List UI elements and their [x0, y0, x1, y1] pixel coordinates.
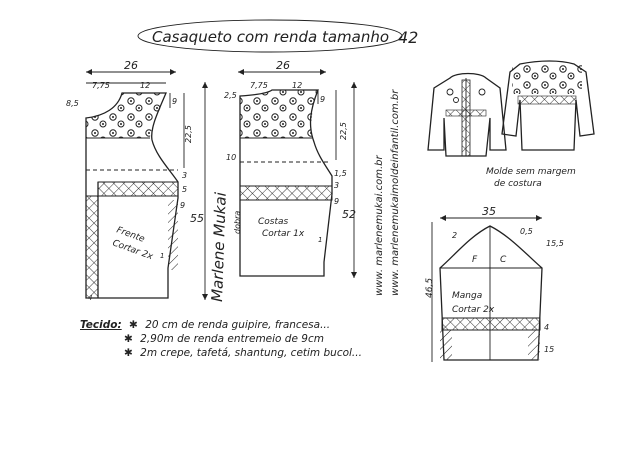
title-size: 42 — [398, 28, 418, 47]
back-label-line2: Cortar 1x — [262, 229, 305, 239]
fabric-note-row: ✱ 2,90m de renda entremeio de 9cm — [80, 332, 460, 346]
fabric-note-row: ✱ 2m crepe, tafetá, shantung, cetim buco… — [80, 346, 460, 360]
sleeve-cap-height-label: 15,5 — [546, 239, 564, 248]
preview-caption-line1: Molde sem margem — [486, 167, 576, 177]
front-neck-depth-label: 8,5 — [66, 99, 79, 108]
asterisk-icon: ✱ — [124, 333, 133, 345]
fabric-note-item: 2m crepe, tafetá, shantung, cetim bucol.… — [140, 347, 362, 359]
fabric-notes-heading: Tecido: — [80, 319, 122, 331]
front-armhole-depth-label: 22,5 — [184, 125, 193, 143]
sleeve-width-label: 35 — [482, 205, 496, 218]
front-hem-mark: 4 — [88, 294, 92, 302]
fabric-note-row: Tecido: ✱ 20 cm de renda guipire, france… — [80, 318, 460, 332]
sleeve-label-line1: Manga — [452, 291, 482, 301]
asterisk-icon: ✱ — [124, 347, 133, 359]
front-shoulder-label: 12 — [140, 81, 150, 90]
sleeve-front-letter: F — [472, 255, 478, 265]
front-width-label: 26 — [124, 59, 138, 72]
back-band-label: 1,5 — [334, 169, 347, 178]
garment-preview-back — [501, 60, 595, 151]
back-length-label: 52 — [342, 208, 356, 221]
sleeve-label-line2: Cortar 2x — [452, 305, 495, 315]
title-text: Casaqueto com renda tamanho — [152, 28, 389, 46]
front-length-label: 55 — [190, 212, 204, 225]
front-band-bottom-label: 5 — [182, 185, 187, 194]
sleeve-cap-right-label: 0,5 — [520, 227, 533, 236]
front-piece: 26 7,75 12 8,5 Frente Cortar 2x 9 22,5 3… — [66, 59, 208, 302]
back-shoulder-label: 12 — [292, 81, 302, 90]
sleeve-cap-left-label: 2 — [452, 231, 457, 240]
back-hem-band-label: 9 — [334, 197, 339, 206]
asterisk-icon: ✱ — [129, 319, 138, 331]
fabric-note-item: 2,90m de renda entremeio de 9cm — [140, 333, 324, 345]
sleeve-piece: 35 2 0,5 15,5 F C Manga Cortar 2x 46,5 4… — [425, 205, 564, 362]
front-side-mark: 1 — [160, 252, 164, 260]
back-neck-depth-label: 2,5 — [224, 91, 237, 100]
back-armhole-top-label: 9 — [320, 95, 325, 104]
back-side-mark: 1 — [318, 236, 322, 244]
front-band-top-label: 3 — [182, 171, 187, 180]
back-label-line1: Costas — [258, 217, 289, 227]
sleeve-band-label: 4 — [544, 323, 549, 332]
back-piece: 26 7,75 12 2,5 Costas Cortar 1x dobra 9 … — [224, 59, 357, 278]
back-band-mark: 3 — [334, 181, 339, 190]
title: Casaqueto com renda tamanho 42 — [137, 19, 418, 53]
sleeve-back-letter: C — [500, 255, 507, 265]
preview-caption-line2: de costura — [494, 179, 542, 189]
sleeve-length-label: 46,5 — [425, 278, 435, 298]
fabric-notes: Tecido: ✱ 20 cm de renda guipire, france… — [80, 318, 460, 360]
back-width-label: 26 — [276, 59, 290, 72]
website-url-kids: www. marlenemukaimoldeinfantil.com.br — [390, 89, 401, 296]
signature: Marlene Mukai — [208, 191, 230, 302]
garment-preview-front — [427, 72, 507, 157]
back-armhole-depth-label: 22,5 — [339, 122, 348, 140]
website-url: www. marlenemukai.com.br — [374, 155, 385, 296]
back-neck-width-label: 7,75 — [250, 81, 268, 90]
sleeve-cuff-label: 15 — [544, 345, 554, 354]
front-label-line2: Cortar 2x — [111, 238, 155, 262]
front-hem-band-label: 9 — [180, 201, 185, 210]
front-armhole-top-label: 9 — [172, 97, 177, 106]
front-neck-width-label: 7,75 — [92, 81, 110, 90]
back-fold-label: dobra — [233, 211, 242, 234]
back-side-mark-a: 10 — [226, 153, 236, 162]
fabric-note-item: 20 cm de renda guipire, francesa... — [145, 319, 331, 331]
